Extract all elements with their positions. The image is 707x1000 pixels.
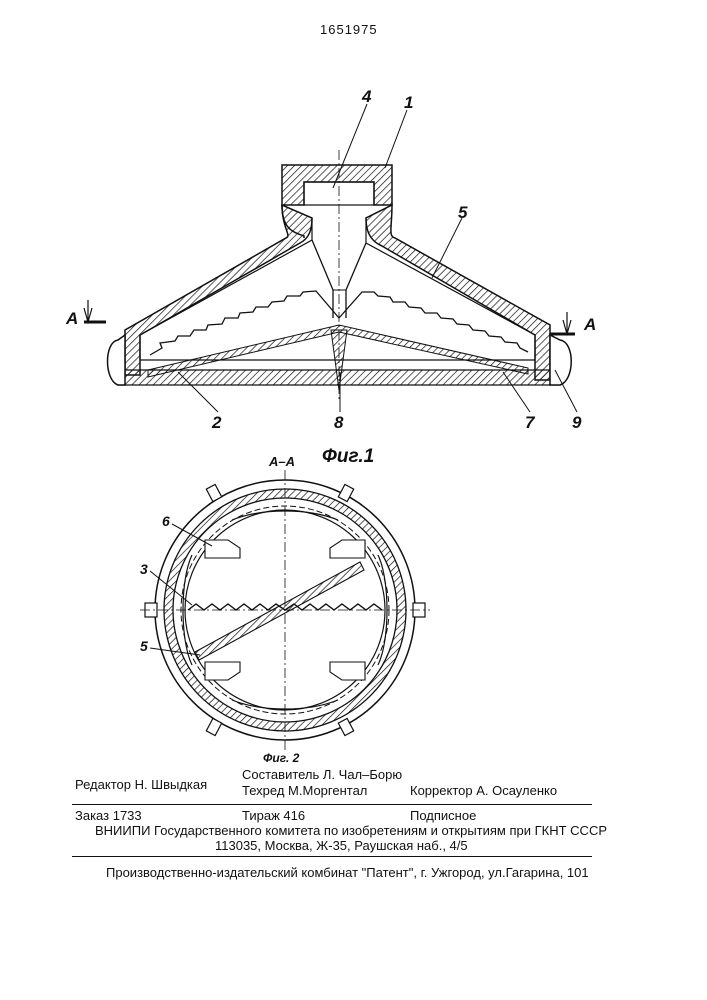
callout-3: 3 [140, 561, 148, 577]
section-mark-right: A [583, 315, 596, 334]
callout-8: 8 [334, 413, 344, 432]
figure-1-caption: Фиг.1 [322, 446, 374, 467]
section-mark-left: A [65, 309, 78, 328]
editor-credit: Редактор Н. Швыдкая [75, 777, 207, 792]
figure-1-section [84, 104, 577, 412]
circulation: Тираж 416 [242, 808, 305, 823]
callout-9: 9 [572, 413, 582, 432]
callout-6: 6 [162, 513, 170, 529]
publisher-line: Производственно-издательский комбинат "П… [106, 865, 589, 880]
figure-2-plan-view [140, 470, 430, 750]
subscription: Подписное [410, 808, 476, 823]
callout-7: 7 [525, 413, 536, 432]
technical-drawing: 4 1 5 2 8 7 9 A A Фиг.1 [0, 0, 707, 780]
compiler-credit: Составитель Л. Чал–Борю [242, 767, 402, 782]
callout-5: 5 [458, 203, 468, 222]
figure-2-caption: Фиг. 2 [263, 751, 300, 765]
order-number: Заказ 1733 [75, 808, 142, 823]
callout-1: 1 [404, 93, 413, 112]
divider-top [72, 804, 592, 805]
corrector-credit: Корректор А. Осауленко [410, 783, 557, 798]
address-line: 113035, Москва, Ж-35, Раушская наб., 4/5 [215, 838, 468, 853]
divider-bottom [72, 856, 592, 857]
techred-credit: Техред М.Моргентал [242, 783, 367, 798]
section-title-a-a: A–A [268, 454, 295, 469]
callout-4: 4 [361, 87, 372, 106]
callout-5-fig2: 5 [140, 638, 148, 654]
vniipi-line: ВНИИПИ Государственного комитета по изоб… [95, 823, 607, 838]
callout-2: 2 [211, 413, 222, 432]
